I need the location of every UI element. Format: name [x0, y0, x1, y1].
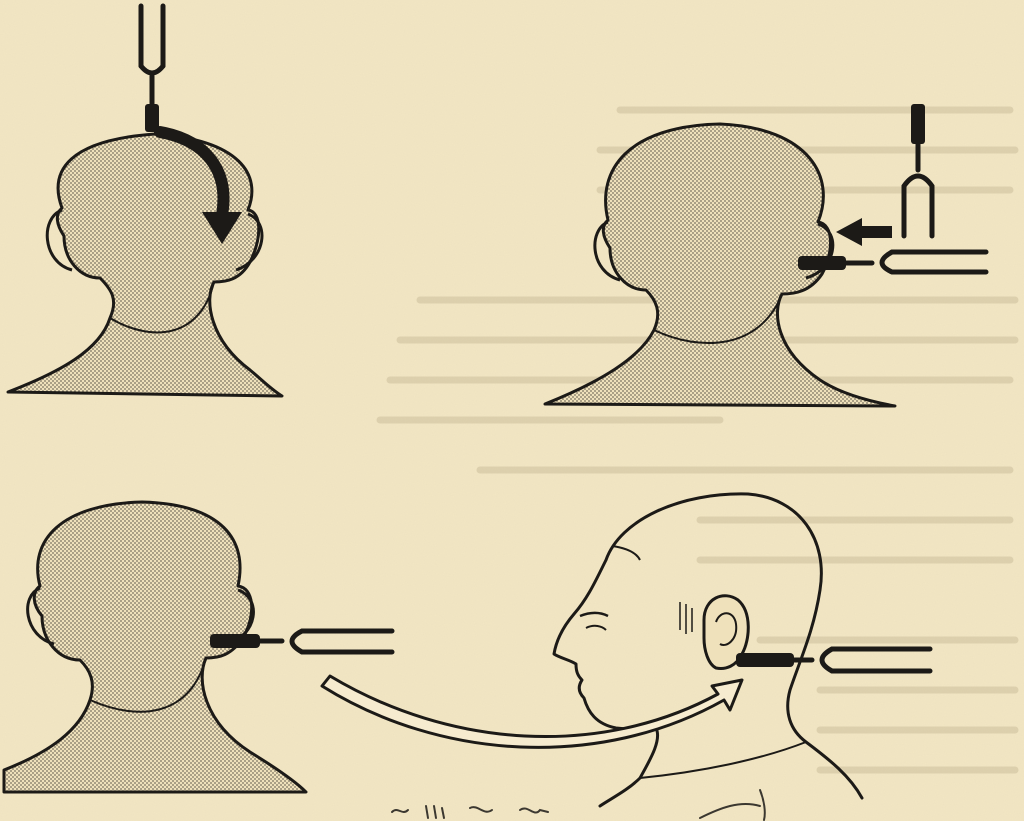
tuning-fork-stem: [736, 653, 794, 667]
tuning-fork-stem: [911, 104, 925, 144]
tuning-fork-stem: [798, 256, 846, 270]
tuning-fork-stem: [210, 634, 260, 648]
